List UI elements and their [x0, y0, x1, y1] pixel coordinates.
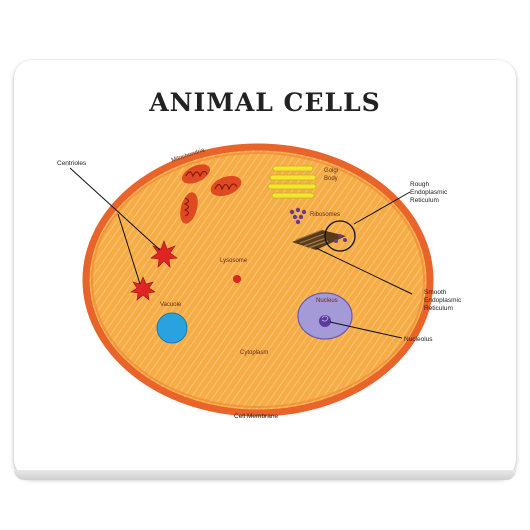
vacuole-shape — [156, 312, 188, 344]
label-cytoplasm: Cytoplasm — [240, 350, 268, 356]
label-nucleolus: Nucleolus — [404, 336, 433, 343]
centrioles-group — [130, 240, 178, 301]
mousepad-edge — [14, 470, 516, 480]
diagram-title: ANIMAL CELLS — [149, 88, 381, 117]
label-rough-er-line3: Reticulum — [410, 197, 439, 204]
label-centrioles: Centrioles — [57, 160, 87, 167]
label-smooth-er-line3: Reticulum — [424, 305, 453, 312]
label-smooth-er-line2: Endoplasmic — [424, 297, 462, 304]
endoplasmic-reticulum — [292, 229, 347, 250]
label-nucleus: Nucleus — [316, 298, 338, 304]
label-rough-er-line2: Endoplasmic — [410, 189, 448, 196]
lysosome-shape — [233, 275, 241, 283]
rough-er-magnifier — [324, 220, 356, 252]
label-rough-er-line1: Rough — [410, 181, 430, 188]
label-vacuole: Vacuole — [160, 302, 182, 308]
label-ribosomes: Ribosomes — [310, 212, 340, 218]
golgi-body — [267, 165, 317, 199]
ribosomes-cluster — [289, 207, 307, 225]
label-lysosome: Lysosome — [220, 258, 248, 264]
label-golgi-line1: Golgi — [324, 168, 338, 174]
label-cell-membrane: Cell Membrane — [234, 413, 278, 420]
cell-membrane-shape — [82, 143, 434, 417]
label-golgi-line2: Body — [324, 176, 338, 182]
label-smooth-er-line1: Smooth — [424, 289, 447, 296]
mitochondria-group — [180, 164, 242, 224]
cell-membrane-inner — [91, 152, 425, 408]
leader-lines — [69, 167, 413, 339]
